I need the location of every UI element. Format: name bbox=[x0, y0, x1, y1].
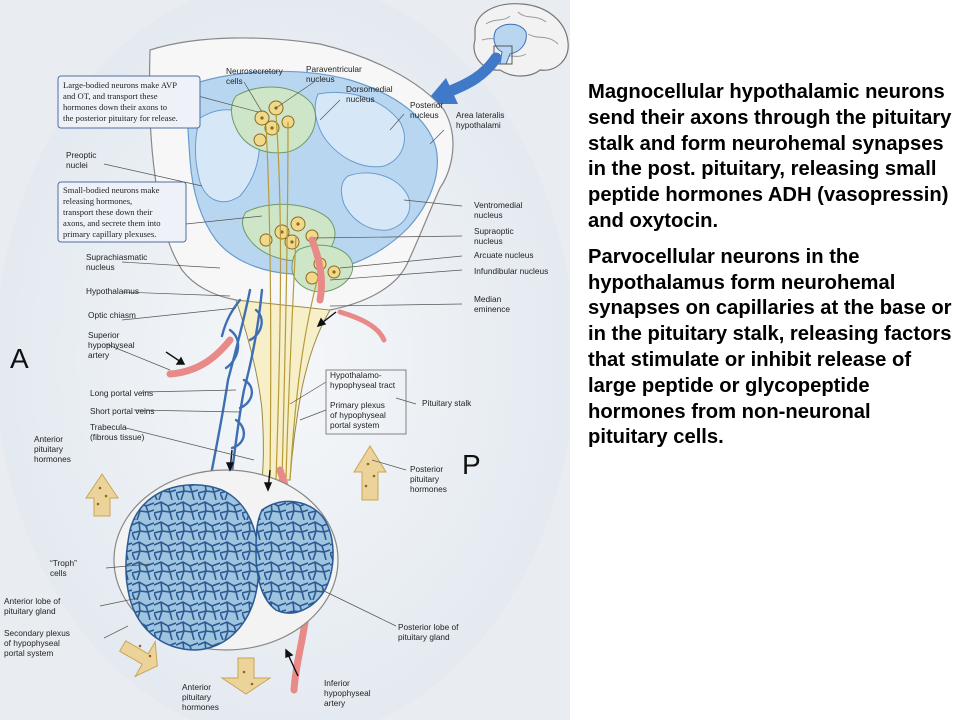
label-inferior-artery: Inferior hypophyseal artery bbox=[324, 678, 373, 708]
label-preoptic: Preoptic nuclei bbox=[66, 150, 99, 170]
label-anterior-lobe: Anterior lobe of pituitary gland bbox=[4, 596, 63, 616]
label-anterior-hormones-bottom: Anterior pituitary hormones bbox=[182, 682, 219, 712]
label-supraoptic: Supraoptic nucleus bbox=[474, 226, 516, 246]
label-suprachiasmatic: Suprachiasmatic nucleus bbox=[86, 252, 150, 272]
flow-arrows bbox=[165, 311, 337, 677]
label-pituitary-stalk: Pituitary stalk bbox=[422, 398, 472, 408]
label-hypothalamus: Hypothalamus bbox=[86, 286, 139, 296]
label-trabecula: Trabecula (fibrous tissue) bbox=[90, 422, 145, 442]
portal-vessels bbox=[204, 288, 264, 502]
label-optic-chiasm: Optic chiasm bbox=[88, 310, 136, 320]
label-posterior-hormones: Posterior pituitary hormones bbox=[410, 464, 447, 494]
diagram-svg: Large-bodied neurons make AVP and OT, an… bbox=[0, 0, 570, 720]
ventromedial-lobe bbox=[340, 172, 411, 231]
pituitary-diagram: Large-bodied neurons make AVP and OT, an… bbox=[0, 0, 570, 720]
label-short-portal: Short portal veins bbox=[90, 406, 155, 416]
marker-a: A bbox=[10, 343, 29, 374]
label-primary-plexus: Primary plexus of hypophyseal portal sys… bbox=[330, 400, 388, 430]
large-neurons-box bbox=[57, 75, 201, 129]
axon-tracts bbox=[265, 113, 321, 481]
label-posterior-nucleus: Posterior nucleus bbox=[410, 100, 446, 120]
marker-p: P bbox=[462, 449, 481, 480]
small-neurons-note: Small-bodied neurons make releasing horm… bbox=[63, 185, 163, 239]
leader-lines bbox=[99, 81, 463, 639]
label-hypothalamo-tract: Hypothalamo- hypophyseal tract bbox=[330, 370, 396, 390]
dorsal-lobe bbox=[314, 91, 405, 168]
superior-artery-branch bbox=[337, 309, 387, 343]
label-superior-artery: Superior hypophyseal artery bbox=[88, 330, 137, 360]
explanation-panel: Magnocellular hypothalamic neurons send … bbox=[588, 80, 952, 451]
label-long-portal: Long portal veins bbox=[90, 388, 153, 398]
label-area-lateralis: Area lateralis hypothalami bbox=[456, 110, 507, 130]
label-secondary-plexus: Secondary plexus of hypophyseal portal s… bbox=[4, 628, 72, 658]
hormone-arrows bbox=[85, 445, 387, 695]
label-median-eminence: Median eminence bbox=[474, 294, 510, 314]
small-neurons-box bbox=[57, 181, 187, 243]
zoom-arrow bbox=[442, 52, 502, 98]
stalk-bracket bbox=[325, 369, 407, 435]
parvocellular-paragraph: Parvocellular neurons in the hypothalamu… bbox=[588, 245, 952, 449]
label-arcuate: Arcuate nucleus bbox=[474, 250, 534, 260]
label-neurosecretory: Neurosecretory cells bbox=[226, 66, 285, 86]
posterior-lobe-shape bbox=[255, 500, 334, 614]
label-dorsomedial: Dorsomedial nucleus bbox=[346, 84, 395, 104]
label-ventromedial: Ventromedial nucleus bbox=[474, 200, 525, 220]
label-anterior-hormones-left: Anterior pituitary hormones bbox=[34, 434, 71, 464]
hormone-dots bbox=[96, 462, 376, 686]
label-posterior-lobe: Posterior lobe of pituitary gland bbox=[398, 622, 461, 642]
large-neurons-note: Large-bodied neurons make AVP and OT, an… bbox=[63, 80, 179, 123]
label-troph-cells: “Troph” cells bbox=[50, 558, 79, 578]
label-paraventricular: Paraventricular nucleus bbox=[306, 64, 364, 84]
magnocellular-paragraph: Magnocellular hypothalamic neurons send … bbox=[588, 81, 952, 232]
anterior-lobe-shape bbox=[125, 483, 260, 651]
label-infundibular: Infundibular nucleus bbox=[474, 266, 548, 276]
